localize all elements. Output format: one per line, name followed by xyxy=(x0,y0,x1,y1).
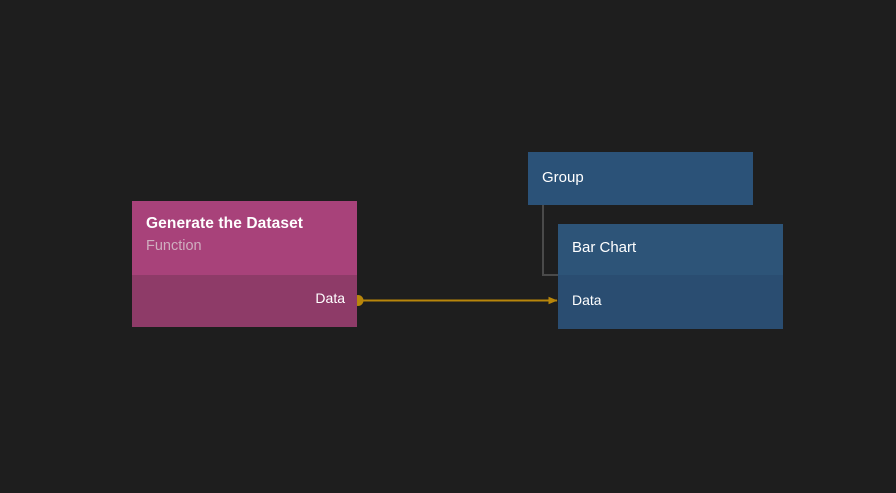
node-header-generate-the-dataset[interactable]: Generate the Dataset Function xyxy=(132,201,357,275)
node-generate-the-dataset[interactable]: Generate the Dataset Function Data xyxy=(132,201,357,327)
node-title-bar-chart: Bar Chart xyxy=(572,239,637,256)
node-body-bar-chart: Data xyxy=(558,275,783,329)
node-bar-chart[interactable]: Bar Chart Data xyxy=(558,224,783,329)
node-body-generate-the-dataset: Data xyxy=(132,275,357,327)
node-title-generate-the-dataset: Generate the Dataset xyxy=(146,215,304,232)
node-subtitle-generate-the-dataset: Function xyxy=(146,238,202,254)
node-title-group: Group xyxy=(542,169,584,186)
node-group[interactable]: Group xyxy=(528,152,753,205)
node-header-bar-chart[interactable]: Bar Chart xyxy=(558,224,783,275)
input-port-label-data[interactable]: Data xyxy=(572,292,602,308)
group-child-bracket xyxy=(542,203,561,276)
output-port-label-data[interactable]: Data xyxy=(315,290,345,306)
